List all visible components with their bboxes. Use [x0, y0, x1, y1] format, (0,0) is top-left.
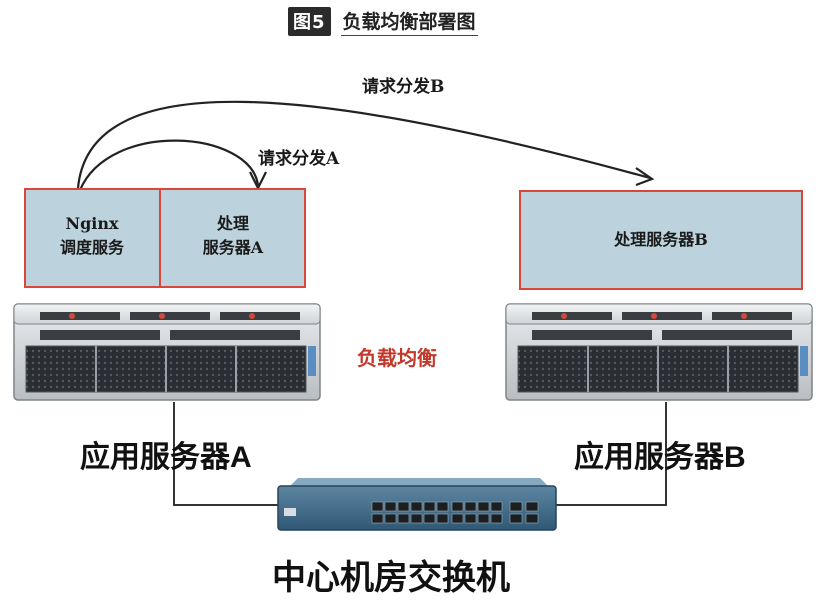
- panel-nginx-text: Nginx 调度服务: [26, 212, 158, 260]
- label-load-balancing: 负载均衡: [357, 346, 437, 370]
- panel-server-a-line-2: 服务器A: [202, 238, 264, 257]
- figure-title: 图5 负载均衡部署图: [288, 6, 478, 36]
- line-server-a-to-switch: [173, 402, 278, 506]
- connection-lines: [173, 402, 667, 506]
- label-server-a: 应用服务器A: [80, 441, 252, 474]
- panel-nginx-server-a: [24, 188, 306, 288]
- arc-request-a: [78, 139, 260, 191]
- line-server-b-to-switch: [555, 402, 667, 506]
- panel-divider: [159, 188, 161, 288]
- server-a-chassis: [13, 303, 321, 401]
- panel-server-b-text: 处理服务器B: [614, 230, 708, 249]
- panel-nginx-line-2: 调度服务: [59, 238, 124, 257]
- panel-server-a-text: 处理 服务器A: [162, 212, 304, 260]
- label-switch: 中心机房交换机: [272, 559, 510, 597]
- panel-server-b: [519, 190, 803, 290]
- panel-server-a-line-1: 处理: [216, 214, 249, 233]
- arc-request-b: [76, 100, 651, 189]
- switch-device: [277, 478, 557, 531]
- label-request-a: 请求分发A: [258, 149, 340, 169]
- figure-tag: 图5: [288, 6, 331, 36]
- server-b-chassis: [505, 303, 813, 401]
- arc-request-b-head: [635, 167, 655, 187]
- figure-title-text: 负载均衡部署图: [340, 7, 478, 36]
- request-arrows: [76, 100, 655, 191]
- label-server-b: 应用服务器B: [574, 441, 746, 474]
- panel-nginx-line-1: Nginx: [65, 214, 119, 233]
- label-request-b: 请求分发B: [362, 77, 445, 97]
